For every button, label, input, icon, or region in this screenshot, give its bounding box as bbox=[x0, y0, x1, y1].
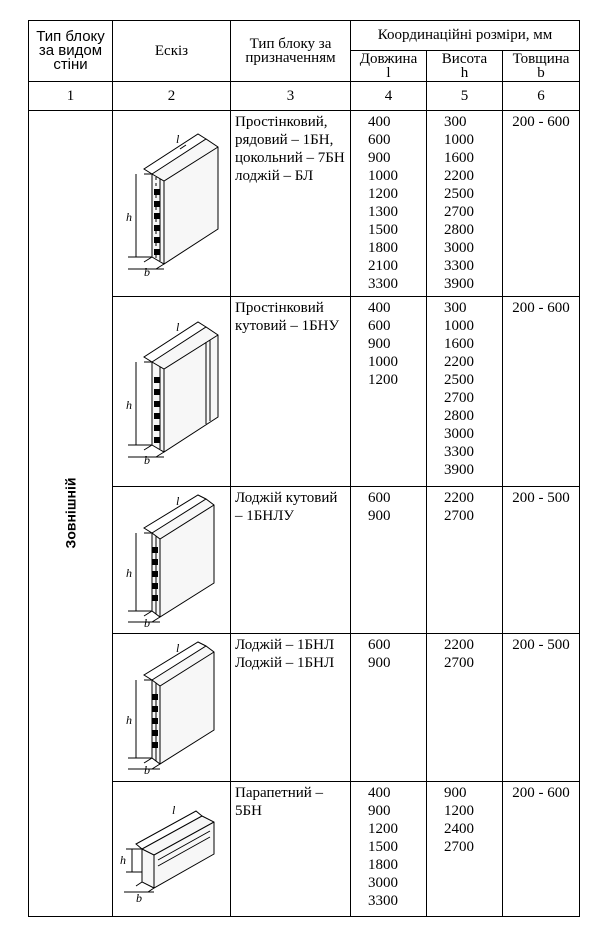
thickness-value: 200 - 500 bbox=[501, 633, 581, 782]
block-sketch-parapet: l h b bbox=[112, 781, 231, 917]
block-sketch-loggia: l h b bbox=[112, 633, 231, 782]
sketch-l-label: l bbox=[176, 494, 180, 508]
parapet-block-drawing: l h b bbox=[120, 803, 214, 904]
sketch-h-label: h bbox=[126, 713, 132, 727]
header-sketch: Ескіз bbox=[112, 20, 231, 82]
sketch-b-label: b bbox=[144, 763, 150, 775]
sketch-b-label: b bbox=[144, 616, 150, 628]
sketch-h-label: h bbox=[126, 566, 132, 580]
block-sketch-loggia-corner: l h b bbox=[112, 486, 231, 634]
height-list: 300 1000 1600 2200 2500 2700 2800 3000 3… bbox=[426, 110, 503, 297]
sketch-b-label: b bbox=[144, 453, 150, 467]
sketch-l-label: l bbox=[176, 132, 180, 146]
corner-block-drawing: l h b bbox=[126, 320, 218, 467]
sketch-h-label: h bbox=[126, 398, 132, 412]
length-list: 400 900 1200 1500 1800 3000 3300 bbox=[350, 781, 427, 917]
header-length: Довжина l bbox=[350, 50, 427, 82]
height-list: 300 1000 1600 2200 2500 2700 2800 3000 3… bbox=[426, 296, 503, 487]
sketch-l-label: l bbox=[176, 641, 180, 655]
column-number: 4 bbox=[350, 81, 427, 111]
header-thickness: Товщина b bbox=[501, 50, 581, 82]
header-thickness-symbol: b bbox=[537, 65, 545, 81]
header-height-symbol: h bbox=[460, 65, 469, 81]
loggia-corner-block-drawing: l h b bbox=[126, 494, 214, 628]
length-list: 400 600 900 1000 1200 bbox=[350, 296, 427, 487]
sketch-h-label: h bbox=[120, 853, 126, 867]
header-purpose-type: Тип блоку за призначенням bbox=[230, 20, 351, 82]
thickness-value: 200 - 600 bbox=[501, 296, 581, 487]
sketch-b-label: b bbox=[144, 265, 150, 279]
sketch-l-label: l bbox=[176, 320, 180, 334]
wall-type-label: Зовнішній bbox=[62, 477, 79, 548]
column-number: 6 bbox=[501, 81, 581, 111]
header-thickness-label: Товщина bbox=[512, 51, 570, 67]
block-type-name: Простінковий кутовий – 1БНУ bbox=[230, 296, 351, 487]
thickness-value: 200 - 600 bbox=[501, 781, 581, 917]
height-list: 2200 2700 bbox=[426, 486, 503, 634]
block-sketch-corner: l h b bbox=[112, 296, 231, 487]
column-number: 5 bbox=[426, 81, 503, 111]
wall-block-drawing: l h b bbox=[126, 132, 218, 279]
height-list: 2200 2700 bbox=[426, 633, 503, 782]
sketch-h-label: h bbox=[126, 210, 132, 224]
sketch-l-label: l bbox=[172, 803, 176, 817]
header-length-symbol: l bbox=[386, 65, 391, 81]
block-type-name: Лоджій – 1БНЛ Лоджій – 1БНЛ bbox=[230, 633, 351, 782]
header-length-label: Довжина bbox=[359, 51, 418, 67]
length-list: 600 900 bbox=[350, 633, 427, 782]
block-type-name: Парапетний – 5БН bbox=[230, 781, 351, 917]
column-number: 2 bbox=[112, 81, 231, 111]
sketch-b-label: b bbox=[136, 891, 142, 904]
height-list: 900 1200 2400 2700 bbox=[426, 781, 503, 917]
block-sketch-wall: l h b bbox=[112, 110, 231, 297]
block-spec-table: Тип блоку за видом стіни Ескіз Тип блоку… bbox=[28, 20, 581, 917]
header-coord-sizes: Координаційні розміри, мм bbox=[349, 20, 581, 51]
length-list: 600 900 bbox=[350, 486, 427, 634]
header-height-label: Висота bbox=[441, 51, 488, 67]
block-type-name: Лоджій кутовий – 1БНЛУ bbox=[230, 486, 351, 634]
header-height: Висота h bbox=[426, 50, 503, 82]
column-number: 3 bbox=[230, 81, 351, 111]
column-number: 1 bbox=[28, 81, 113, 111]
wall-type-cell: Зовнішній bbox=[28, 110, 113, 917]
header-wall-type: Тип блоку за видом стіни bbox=[28, 20, 113, 82]
loggia-block-drawing: l h b bbox=[126, 641, 214, 775]
thickness-value: 200 - 500 bbox=[501, 486, 581, 634]
block-type-name: Простінковий, рядовий – 1БН, цокольний –… bbox=[230, 110, 351, 297]
length-list: 400 600 900 1000 1200 1300 1500 1800 210… bbox=[350, 110, 427, 297]
thickness-value: 200 - 600 bbox=[501, 110, 581, 297]
